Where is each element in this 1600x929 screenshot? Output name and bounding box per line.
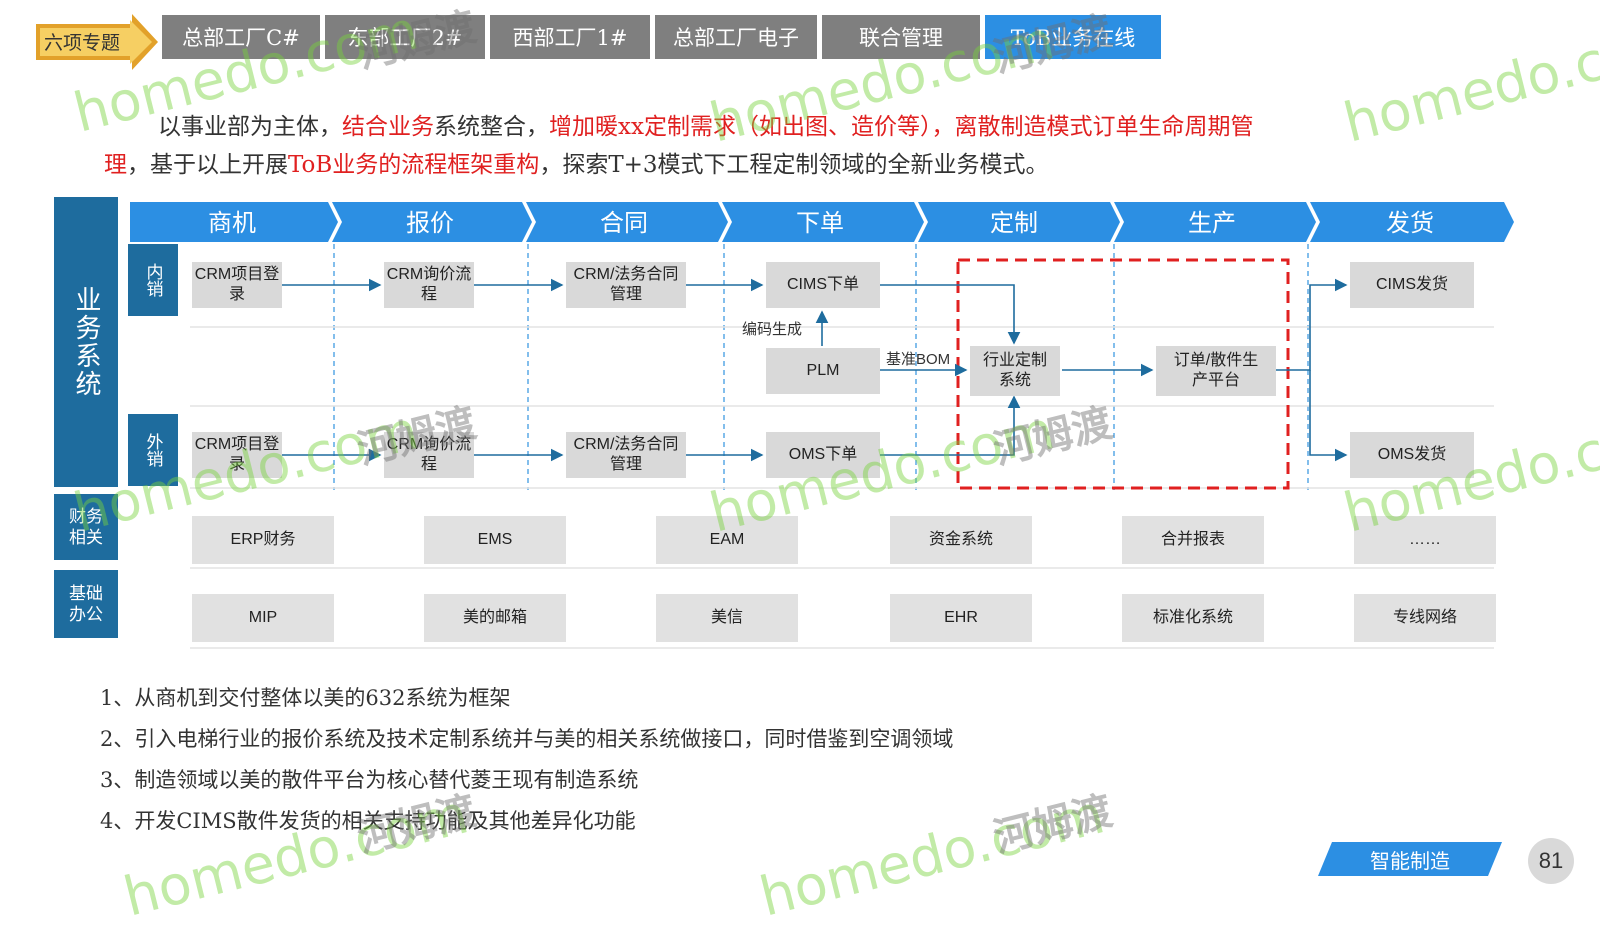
customize-focus-box <box>956 258 1290 490</box>
intro-highlight-4: ToB业务的流程框架重构 <box>288 152 540 178</box>
standardization-system-box[interactable]: 标准化系统 <box>1122 594 1264 642</box>
flow-arrows <box>282 278 1348 462</box>
stage-label-order: 下单 <box>796 209 844 237</box>
tab-east-factory[interactable]: 东部工厂2# <box>325 15 485 59</box>
tab-joint-management[interactable]: 联合管理 <box>822 15 980 59</box>
stage-chevron-4 <box>722 202 924 242</box>
office-label: 基础办公 <box>54 570 118 638</box>
process-diagram: 商机 报价 合同 下单 定制 生产 发货 <box>130 202 1514 649</box>
intro-text-2: 系统整合， <box>434 114 549 140</box>
oms-shipping-box[interactable]: OMS发货 <box>1350 432 1474 478</box>
intro-text-4: ，探索T+3模式下工程定制领域的全新业务模式。 <box>539 152 1049 178</box>
tab-hq-electronics[interactable]: 总部工厂电子 <box>655 15 817 59</box>
more-finance-box[interactable]: …… <box>1354 516 1496 564</box>
export-crm-project-box[interactable]: CRM项目登录 <box>192 432 282 478</box>
export-label: 外销 <box>128 414 178 486</box>
intro-highlight-3: 理 <box>104 152 127 178</box>
intro-highlight-2: 增加暖xx定制需求（如出图、造价等），离散制造模式订单生命周期管 <box>549 114 1254 140</box>
intro-text-3: ，基于以上开展 <box>127 152 288 178</box>
note-item-1: 1、从商机到交付整体以美的632系统为框架 <box>100 686 511 710</box>
footer-tag-label: 智能制造 <box>1370 850 1450 873</box>
cims-shipping-box[interactable]: CIMS发货 <box>1350 262 1474 308</box>
footer-tag: 智能制造 <box>1318 842 1502 876</box>
midea-messenger-box[interactable]: 美信 <box>656 594 798 642</box>
domestic-crm-contract-box[interactable]: CRM/法务合同管理 <box>566 262 686 308</box>
intro-paragraph: 以事业部为主体，结合业务系统整合，增加暖xx定制需求（如出图、造价等），离散制造… <box>104 108 1504 184</box>
domestic-crm-quote-box[interactable]: CRM询价流程 <box>384 262 474 308</box>
stage-chevron-1 <box>130 202 338 242</box>
notes-list: 1、从商机到交付整体以美的632系统为框架 2、引入电梯行业的报价系统及技术定制… <box>100 678 953 842</box>
row-lines <box>190 326 1494 649</box>
stage-chevron-6 <box>1114 202 1316 242</box>
tab-hq-factory-c[interactable]: 总部工厂C# <box>162 15 320 59</box>
plm-box[interactable]: PLM <box>766 348 880 394</box>
midea-mail-box[interactable]: 美的邮箱 <box>424 594 566 642</box>
base-bom-note: 基准BOM <box>886 351 951 368</box>
stage-chevrons: 商机 报价 合同 下单 定制 生产 发货 <box>130 202 1514 242</box>
ems-box[interactable]: EMS <box>424 516 566 564</box>
intro-text-1: 以事业部为主体， <box>158 114 342 140</box>
domestic-label: 内销 <box>128 244 178 316</box>
tab-west-factory[interactable]: 西部工厂1# <box>490 15 650 59</box>
stage-label-customize: 定制 <box>990 209 1038 237</box>
business-systems-label: 业务系统 <box>54 197 118 487</box>
stage-chevron-2 <box>332 202 532 242</box>
stage-label-quote: 报价 <box>406 209 454 237</box>
eam-box[interactable]: EAM <box>656 516 798 564</box>
intro-highlight-1: 结合业务 <box>342 114 434 140</box>
note-item-4: 4、开发CIMS散件发货的相关支持功能及其他差异化功能 <box>100 809 636 833</box>
note-item-3: 3、制造领域以美的散件平台为核心替代菱王现有制造系统 <box>100 768 639 792</box>
stage-chevron-7 <box>1310 202 1514 242</box>
page-number: 81 <box>1528 838 1574 884</box>
code-generation-note: 编码生成 <box>742 321 803 338</box>
topic-tag-arrow <box>36 14 158 70</box>
footer-tag-shape <box>1318 842 1502 876</box>
topic-tag-label: 六项专题 <box>44 32 121 54</box>
industry-custom-system-box[interactable]: 行业定制系统 <box>970 346 1060 396</box>
stage-chevron-5 <box>918 202 1120 242</box>
mip-box[interactable]: MIP <box>192 594 334 642</box>
note-item-2: 2、引入电梯行业的报价系统及技术定制系统并与美的相关系统做接口，同时借鉴到空调领… <box>100 727 954 751</box>
topic-tag: 六项专题 <box>36 14 158 70</box>
stage-label-shipping: 发货 <box>1386 209 1434 237</box>
export-crm-contract-box[interactable]: CRM/法务合同管理 <box>566 432 686 478</box>
stage-label-production: 生产 <box>1188 209 1236 237</box>
oms-order-box[interactable]: OMS下单 <box>766 432 880 478</box>
erp-finance-box[interactable]: ERP财务 <box>192 516 334 564</box>
ehr-box[interactable]: EHR <box>890 594 1032 642</box>
finance-label: 财务相关 <box>54 494 118 560</box>
treasury-system-box[interactable]: 资金系统 <box>890 516 1032 564</box>
domestic-crm-project-box[interactable]: CRM项目登录 <box>192 262 282 308</box>
cims-order-box[interactable]: CIMS下单 <box>766 262 880 308</box>
consolidated-report-box[interactable]: 合并报表 <box>1122 516 1264 564</box>
tab-tob-online[interactable]: ToB业务在线 <box>985 15 1161 59</box>
dedicated-network-box[interactable]: 专线网络 <box>1354 594 1496 642</box>
export-crm-quote-box[interactable]: CRM询价流程 <box>384 432 474 478</box>
stage-label-contract: 合同 <box>600 209 648 237</box>
stage-chevron-3 <box>526 202 728 242</box>
stage-label-opportunity: 商机 <box>208 209 256 237</box>
production-platform-box[interactable]: 订单/散件生产平台 <box>1156 346 1276 396</box>
